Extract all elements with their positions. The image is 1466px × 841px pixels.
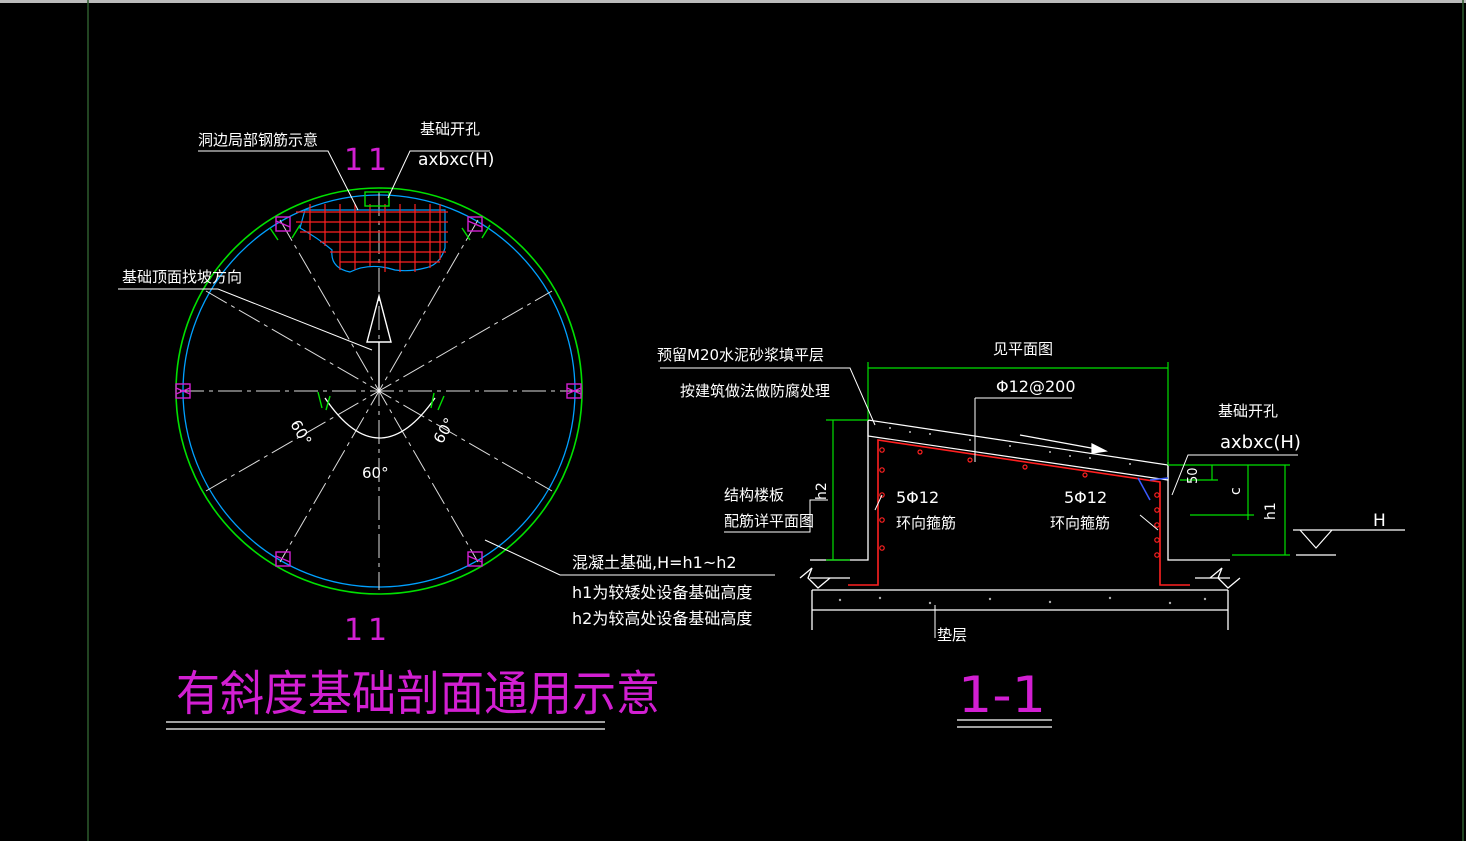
angle-right: 60°: [430, 415, 459, 447]
section-leaders: [660, 367, 1298, 533]
label-concrete-base: 混凝土基础,H=h1~h2: [572, 553, 737, 572]
label-anticorrosion: 按建筑做法做防腐处理: [680, 382, 830, 400]
rebar-right-name: 环向箍筋: [1050, 514, 1110, 532]
mortar-layer: [867, 419, 1169, 481]
section-mark-bottom: 1: [344, 613, 363, 648]
slope-arrow: [366, 293, 392, 392]
rebar-left-count: 5Φ12: [896, 488, 939, 507]
label-opening-section: 基础开孔: [1218, 402, 1278, 420]
rebar-left-name: 环向箍筋: [896, 514, 956, 532]
rebar-cage: [848, 439, 1190, 586]
label-cushion: 垫层: [937, 626, 967, 644]
label-opening-plan: 基础开孔: [420, 120, 480, 138]
label-struct-slab: 结构楼板: [724, 486, 784, 504]
opening-blue-line-2: [1149, 477, 1169, 481]
label-mortar: 预留M20水泥砂浆填平层: [657, 346, 824, 364]
label-opening-dims-plan: axbxc(H): [418, 150, 494, 170]
label-opening-dims-section: axbxc(H): [1220, 432, 1301, 453]
opening-blue-line: [1137, 477, 1151, 501]
angle-bottom: 60°: [362, 464, 389, 482]
slab-outline: [799, 420, 1241, 630]
section-slope-arrow: [1019, 434, 1108, 454]
cushion-hatch: [838, 596, 1207, 605]
label-see-plan: 见平面图: [993, 340, 1053, 358]
label-rebar-spacing: Φ12@200: [996, 377, 1076, 396]
plan-leaders: [118, 150, 775, 576]
label-local-rebar: 洞边局部钢筋示意: [198, 131, 318, 149]
level-marker: [1293, 529, 1405, 556]
section-mark-bottom-2: 1: [368, 613, 387, 648]
note-h1: h1为较矮处设备基础高度: [572, 583, 752, 602]
label-slope-direction: 基础顶面找坡方向: [122, 268, 242, 286]
anchor-clips: [269, 224, 491, 241]
mortar-hatch: [889, 427, 1131, 465]
note-h2: h2为较高处设备基础高度: [572, 609, 752, 628]
dim-h2: h2: [814, 482, 830, 500]
dim-c: c: [1228, 487, 1244, 495]
section-view: 预留M20水泥砂浆填平层 按建筑做法做防腐处理 见平面图 Φ12@200 基础开…: [657, 340, 1405, 728]
opening-rebar-grid: [296, 191, 448, 273]
angle-arc: [317, 391, 445, 439]
dim-50: 50: [1186, 467, 1201, 484]
section-title: 1-1: [958, 666, 1046, 724]
plan-title: 有斜度基础剖面通用示意: [176, 666, 660, 722]
label-slab-rebar: 配筋详平面图: [724, 512, 814, 530]
section-mark-top-2: 1: [368, 143, 387, 178]
section-mark-top: 1: [344, 143, 363, 178]
dim-h1: h1: [1263, 502, 1279, 520]
anchor-markers: [175, 216, 582, 567]
rebar-right-count: 5Φ12: [1064, 488, 1107, 507]
angle-left: 60°: [286, 417, 315, 449]
plan-view: 1 1 洞边局部钢筋示意 基础开孔 axbxc(H) 基础顶面找坡方向 60° …: [118, 120, 775, 730]
level-H: H: [1373, 511, 1386, 531]
rebar-dots: [879, 447, 1160, 558]
section-dimensions: [826, 362, 1290, 561]
